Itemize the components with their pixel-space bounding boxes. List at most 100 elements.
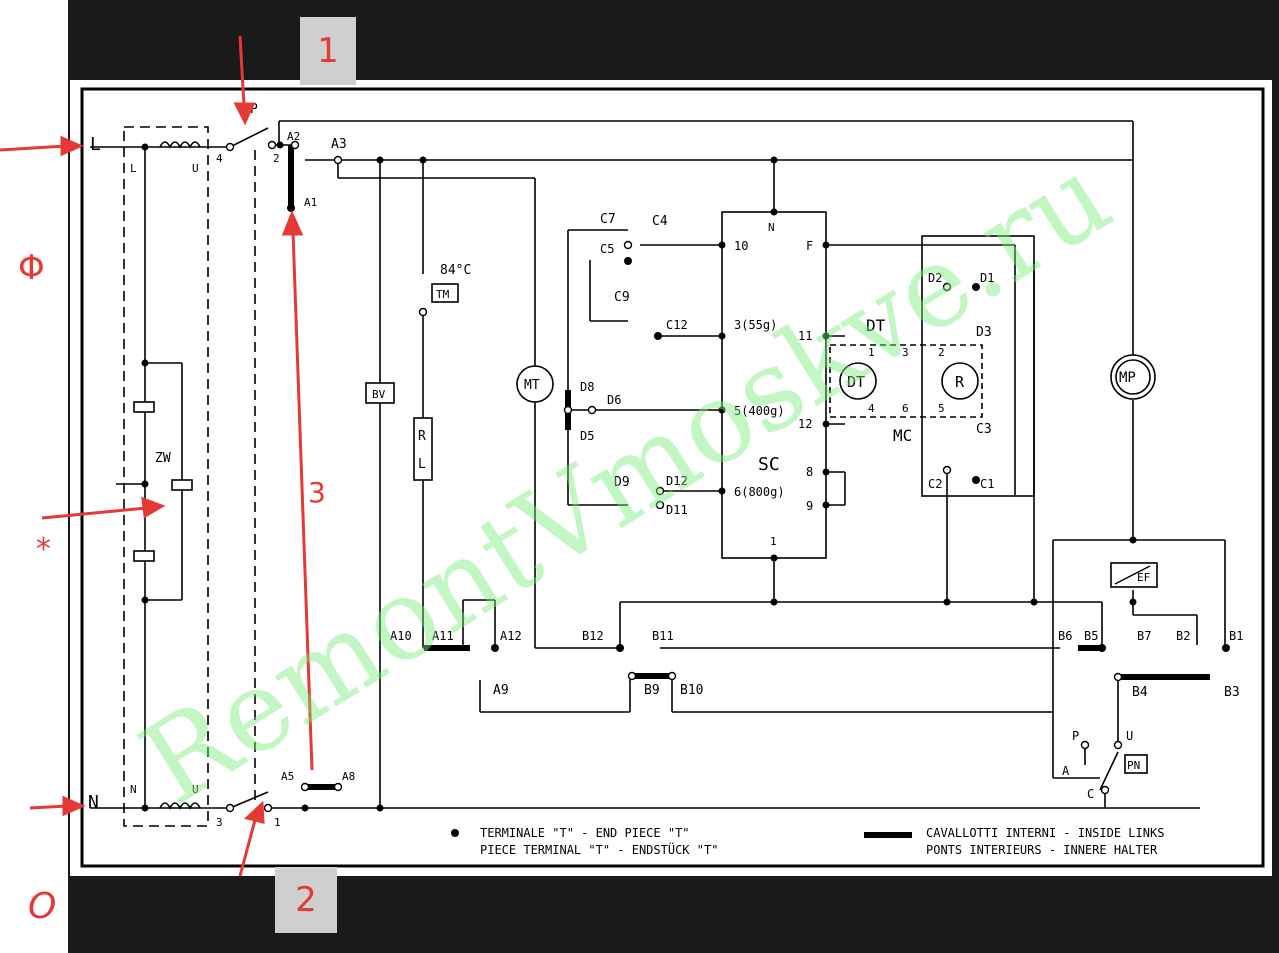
label-A11: A11 <box>432 629 454 643</box>
label-MC: MC <box>893 426 912 445</box>
phase-label: Φ <box>18 248 45 288</box>
label-B11: B11 <box>652 629 674 643</box>
motor-r <box>941 362 979 400</box>
label-C9: C9 <box>614 290 630 305</box>
label-C4: C4 <box>652 214 668 229</box>
label-Lr: L <box>418 457 426 472</box>
label-m1: 1 <box>868 346 875 359</box>
label-C1: C1 <box>980 477 994 491</box>
label-MP: MP <box>1119 370 1136 386</box>
label-TM: TM <box>436 288 450 301</box>
left-margin <box>0 0 68 953</box>
motor-mt <box>516 365 554 403</box>
label-D6: D6 <box>607 393 621 407</box>
label-sc-N: N <box>768 221 775 234</box>
label-pC: C <box>1087 787 1094 801</box>
label-sc-3: 3(55g) <box>734 318 777 332</box>
label-sc-11: 11 <box>798 329 812 343</box>
label-sc-5: 5(400g) <box>734 404 785 418</box>
label-A3: A3 <box>331 137 347 152</box>
label-uU: U <box>192 162 199 175</box>
label-sc-8: 8 <box>806 465 813 479</box>
label-ZW: ZW <box>155 451 171 466</box>
label-sc-9: 9 <box>806 499 813 513</box>
arrow-N-icon <box>62 795 86 817</box>
motor-dt <box>839 362 877 400</box>
label-A12: A12 <box>500 629 522 643</box>
arrow-3-icon <box>281 210 304 236</box>
label-R: R <box>418 429 426 444</box>
label-A2: A2 <box>287 130 300 143</box>
arrow-star-icon <box>141 496 166 519</box>
label-C7: C7 <box>600 212 616 227</box>
label-m2: 2 <box>938 346 945 359</box>
diagram-frame <box>80 87 1265 868</box>
legend-terminal-1: TERMINALE "T" - END PIECE "T" <box>480 826 690 840</box>
label-D12: D12 <box>666 474 688 488</box>
label-B1: B1 <box>1229 629 1243 643</box>
label-pU: U <box>1126 729 1133 743</box>
pump-mp-inner <box>1115 359 1151 395</box>
pn-box <box>1124 754 1148 774</box>
label-A8: A8 <box>342 770 355 783</box>
label-m5: 5 <box>938 402 945 415</box>
legend-links-2: PONTS INTERIEURS - INNERE HALTER <box>926 843 1158 857</box>
label-B2: B2 <box>1176 629 1190 643</box>
label-P: P <box>250 102 258 117</box>
label-m4: 4 <box>868 402 875 415</box>
label-sw4: 4 <box>216 152 223 165</box>
tab-2: 2 <box>275 867 337 933</box>
label-B12: B12 <box>582 629 604 643</box>
label-SC: SC <box>758 454 780 475</box>
legend-terminal-2: PIECE TERMINAL "T" - ENDSTÜCK "T" <box>480 841 718 857</box>
label-D5: D5 <box>580 429 594 443</box>
label-uL: L <box>130 162 137 175</box>
label-A9: A9 <box>493 683 509 698</box>
label-A1: A1 <box>304 196 317 209</box>
label-D11: D11 <box>666 503 688 517</box>
label-D9: D9 <box>614 475 630 490</box>
label-A10: A10 <box>390 629 412 643</box>
label-m3: 3 <box>902 346 909 359</box>
label-sc-12: 12 <box>798 417 812 431</box>
label-PN: PN <box>1127 759 1140 772</box>
label-sc-10: 10 <box>734 239 748 253</box>
link-3-label: 3 <box>306 476 328 509</box>
arrow-1-icon <box>233 102 256 126</box>
label-B3: B3 <box>1224 685 1240 700</box>
label-B6: B6 <box>1058 629 1072 643</box>
label-D2: D2 <box>928 271 942 285</box>
label-MT: MT <box>524 378 540 393</box>
label-m6: 6 <box>902 402 909 415</box>
legend-link-bar <box>864 832 912 838</box>
label-DT-motor: DT <box>847 373 865 391</box>
label-B7: B7 <box>1137 629 1151 643</box>
label-D8: D8 <box>580 380 594 394</box>
label-sw2: 2 <box>273 152 280 165</box>
arrow-2-icon <box>243 800 265 824</box>
label-B4: B4 <box>1132 685 1148 700</box>
legend-links-1: CAVALLOTTI INTERNI - INSIDE LINKS <box>926 826 1164 840</box>
diagram-paper <box>70 80 1272 876</box>
label-C12: C12 <box>666 318 688 332</box>
label-B5: B5 <box>1084 629 1098 643</box>
zero-label: O <box>28 886 57 927</box>
tm-box <box>431 283 459 303</box>
label-C3: C3 <box>976 422 992 437</box>
label-B9: B9 <box>644 683 660 698</box>
label-nU: U <box>192 783 199 796</box>
label-C5: C5 <box>600 242 614 256</box>
terminal-dots <box>141 141 1230 837</box>
components <box>133 283 1158 774</box>
bv-box <box>365 382 395 404</box>
label-BV: BV <box>372 388 386 401</box>
terminal-pins <box>225 140 1123 813</box>
label-B10: B10 <box>680 683 703 698</box>
label-pA: A <box>1062 764 1070 778</box>
label-L: L <box>90 134 101 155</box>
annotation-arrows <box>0 35 314 877</box>
resistor-rl <box>413 417 433 481</box>
label-sc-F: F <box>806 239 813 253</box>
label-D1: D1 <box>980 271 994 285</box>
